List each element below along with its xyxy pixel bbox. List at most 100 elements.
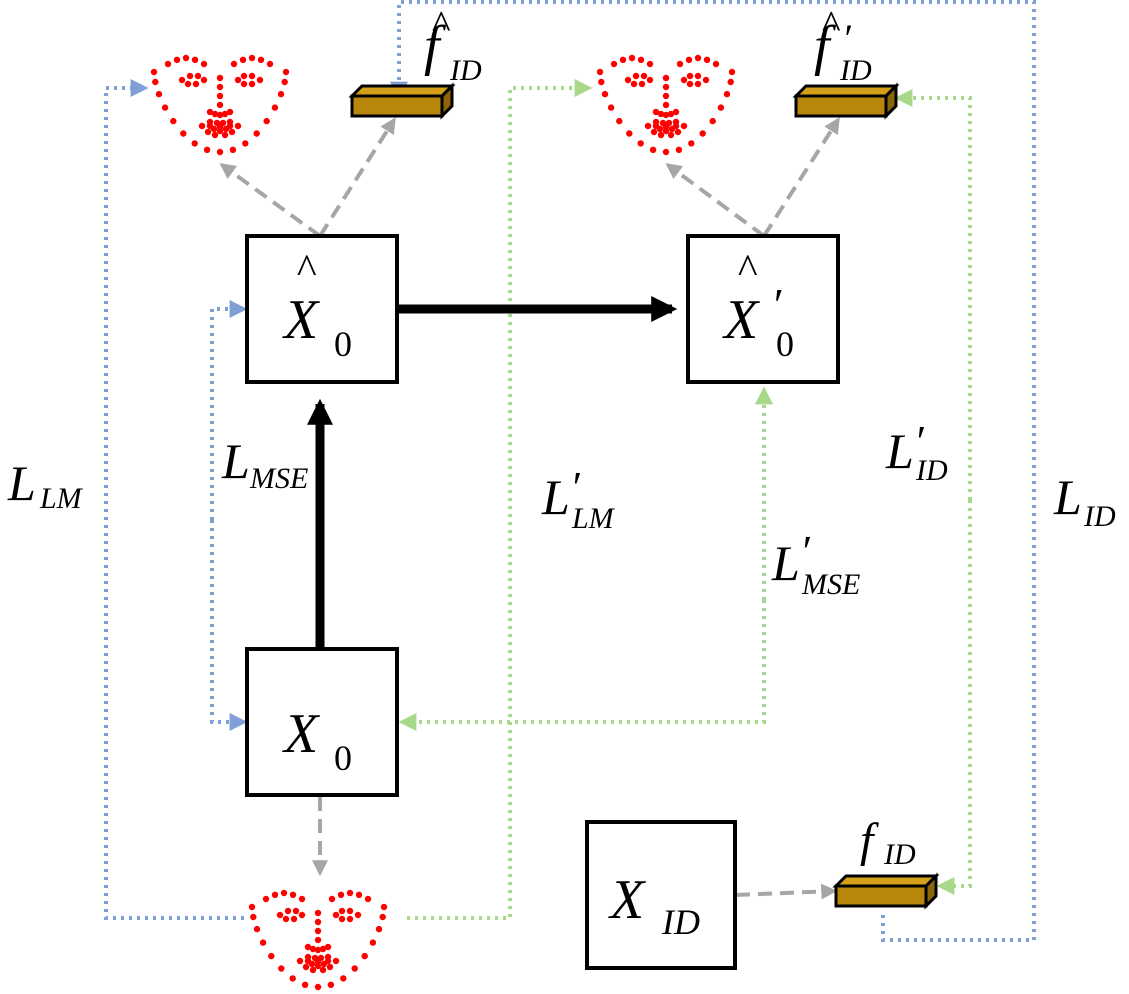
landmark-dot — [198, 122, 206, 130]
label-l-lm-prime-mark: ′ — [570, 463, 581, 512]
node-x0-hat-prime-mark: ′ — [771, 279, 782, 330]
landmark-dot — [226, 108, 234, 116]
landmark-dot — [191, 56, 199, 63]
landmark-dot — [263, 117, 270, 125]
landmark-dot — [702, 76, 710, 84]
landmark-dot — [662, 74, 670, 82]
landmark-dot — [624, 76, 632, 84]
label-f-id-hat-accent: ^ — [431, 2, 451, 47]
landmark-dot — [319, 966, 327, 974]
node-x0-hat-prime-sub: 0 — [776, 324, 794, 364]
landmark-dot — [253, 925, 261, 933]
extract-id-arrow-3 — [735, 883, 838, 900]
landmark-dot — [314, 946, 322, 954]
landmark-dot — [282, 915, 290, 923]
landmark-dot — [221, 110, 229, 118]
label-l-id-prime: L ′ ID — [885, 417, 948, 487]
landmark-dot — [638, 80, 646, 88]
label-f-id-hat-prime-accent: ^ — [821, 2, 841, 47]
landmark-dot — [186, 72, 194, 80]
landmark-dot — [686, 80, 694, 88]
landmark-dot — [206, 108, 214, 116]
landmark-dot — [228, 128, 236, 136]
label-l-lm-prime: L ′ LM — [541, 463, 616, 535]
landmark-dot — [380, 903, 388, 911]
landmark-dot — [685, 56, 693, 63]
landmark-dot — [216, 101, 224, 109]
landmark-dot — [277, 90, 285, 98]
landmark-dot — [364, 895, 372, 903]
landmark-dot — [234, 122, 242, 130]
landmark-dot — [728, 68, 736, 76]
feature-vector-icon — [832, 872, 940, 910]
label-l-id-prime-sub: ID — [915, 454, 948, 487]
landmark-dot — [610, 60, 618, 68]
landmark-dot — [192, 80, 200, 88]
extract-id-arrow-2 — [762, 117, 840, 238]
landmark-dot — [379, 913, 386, 921]
landmark-dot — [662, 148, 670, 156]
landmark-dot — [354, 911, 362, 919]
landmark-dot — [210, 125, 218, 133]
landmark-dot — [276, 911, 284, 919]
l-id-prime-path-top — [894, 89, 972, 500]
label-f-id-hat-prime: f ^ ′ ID — [814, 2, 872, 87]
landmark-dot — [328, 895, 336, 903]
node-x0-sub: 0 — [334, 738, 352, 778]
landmark-dot — [150, 68, 158, 76]
landmark-dot — [332, 957, 340, 965]
landmark-dot — [657, 110, 665, 118]
landmark-dot — [304, 943, 312, 951]
landmark-dot — [607, 104, 615, 111]
landmark-dot — [637, 56, 645, 63]
landmark-dot — [240, 72, 248, 80]
landmark-dot — [296, 957, 304, 965]
face-landmark-icon — [248, 889, 388, 991]
landmark-dot — [667, 131, 675, 139]
landmark-dot — [327, 981, 335, 988]
landmark-dot — [337, 891, 345, 898]
extract-landmark-arrow-1 — [219, 163, 322, 238]
node-x0-hat-prime-accent: ^ — [737, 247, 758, 293]
label-l-id-prime-main: L — [885, 423, 914, 479]
landmark-dot — [703, 56, 711, 63]
extract-landmark-arrow-2 — [665, 163, 766, 238]
node-x-id: X ID — [585, 820, 737, 970]
landmark-dot — [230, 60, 238, 68]
landmark-dot — [216, 111, 224, 119]
landmark-dot — [657, 131, 665, 139]
label-l-mse-prime-mark: ′ — [800, 527, 811, 576]
landmark-dot — [644, 122, 652, 130]
node-x-id-main: X — [608, 869, 647, 931]
landmark-dot — [668, 125, 676, 133]
landmark-dot — [200, 60, 208, 68]
landmark-dot — [688, 140, 695, 147]
label-l-id-main: L — [1053, 469, 1082, 525]
landmark-dot — [686, 72, 694, 80]
landmark-dot — [346, 907, 354, 915]
landmark-dot — [619, 56, 627, 63]
landmark-dot — [694, 80, 702, 88]
landmark-dot — [203, 146, 211, 153]
landmark-dot — [598, 78, 605, 86]
landmark-dot — [242, 140, 249, 147]
landmark-dot — [652, 108, 660, 116]
landmark-dot — [253, 130, 260, 137]
landmark-dot — [268, 952, 275, 960]
landmark-dot — [271, 104, 279, 111]
landmark-dot — [266, 60, 274, 68]
landmark-dot — [280, 889, 288, 897]
l-mse-prime-path — [398, 600, 766, 731]
node-x-id-sub: ID — [661, 902, 700, 942]
landmark-dot — [662, 127, 670, 135]
landmark-dot — [314, 962, 322, 970]
landmark-dot — [216, 148, 224, 156]
label-l-lm: L LM — [7, 455, 84, 515]
landmark-dot — [662, 101, 670, 109]
label-f-id-main: f — [860, 814, 879, 867]
landmark-dot — [616, 117, 623, 125]
landmark-dot — [248, 54, 256, 62]
landmark-dot — [309, 966, 317, 974]
node-x0-hat-main: X — [282, 289, 321, 351]
landmark-dot — [637, 140, 644, 147]
